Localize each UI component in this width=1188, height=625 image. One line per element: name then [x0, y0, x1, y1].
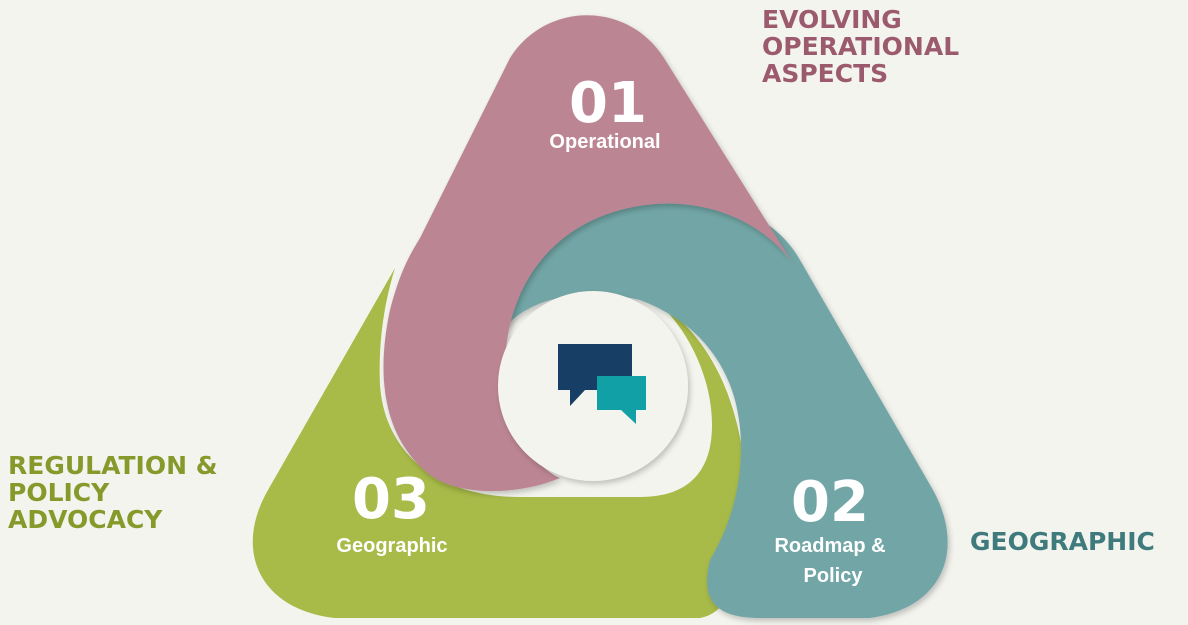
segment-roadmap-policy-number: 02 — [791, 470, 869, 535]
chat-bubbles-icon — [558, 344, 646, 424]
segment-roadmap-policy-shape — [500, 197, 948, 618]
segment-geographic-number: 03 — [352, 467, 430, 532]
segment-roadmap-policy-name-line1: Roadmap & — [774, 535, 885, 557]
label-evolving-operational-aspects: EVOLVING OPERATIONAL ASPECTS — [762, 5, 960, 88]
segment-geographic-name: Geographic — [336, 535, 447, 557]
label-geographic: GEOGRAPHIC — [970, 527, 1155, 556]
segment-operational-name: Operational — [549, 131, 660, 153]
segment-geographic-shape — [252, 268, 746, 618]
label-regulation-policy-advocacy: REGULATION & POLICY ADVOCACY — [8, 451, 218, 534]
chat-bubble-front — [597, 376, 646, 424]
segment-operational-number: 01 — [569, 71, 647, 136]
chat-bubble-back — [558, 344, 632, 406]
segment-operational-shape — [383, 15, 792, 492]
segment-roadmap-policy-name-line2: Policy — [804, 565, 864, 587]
